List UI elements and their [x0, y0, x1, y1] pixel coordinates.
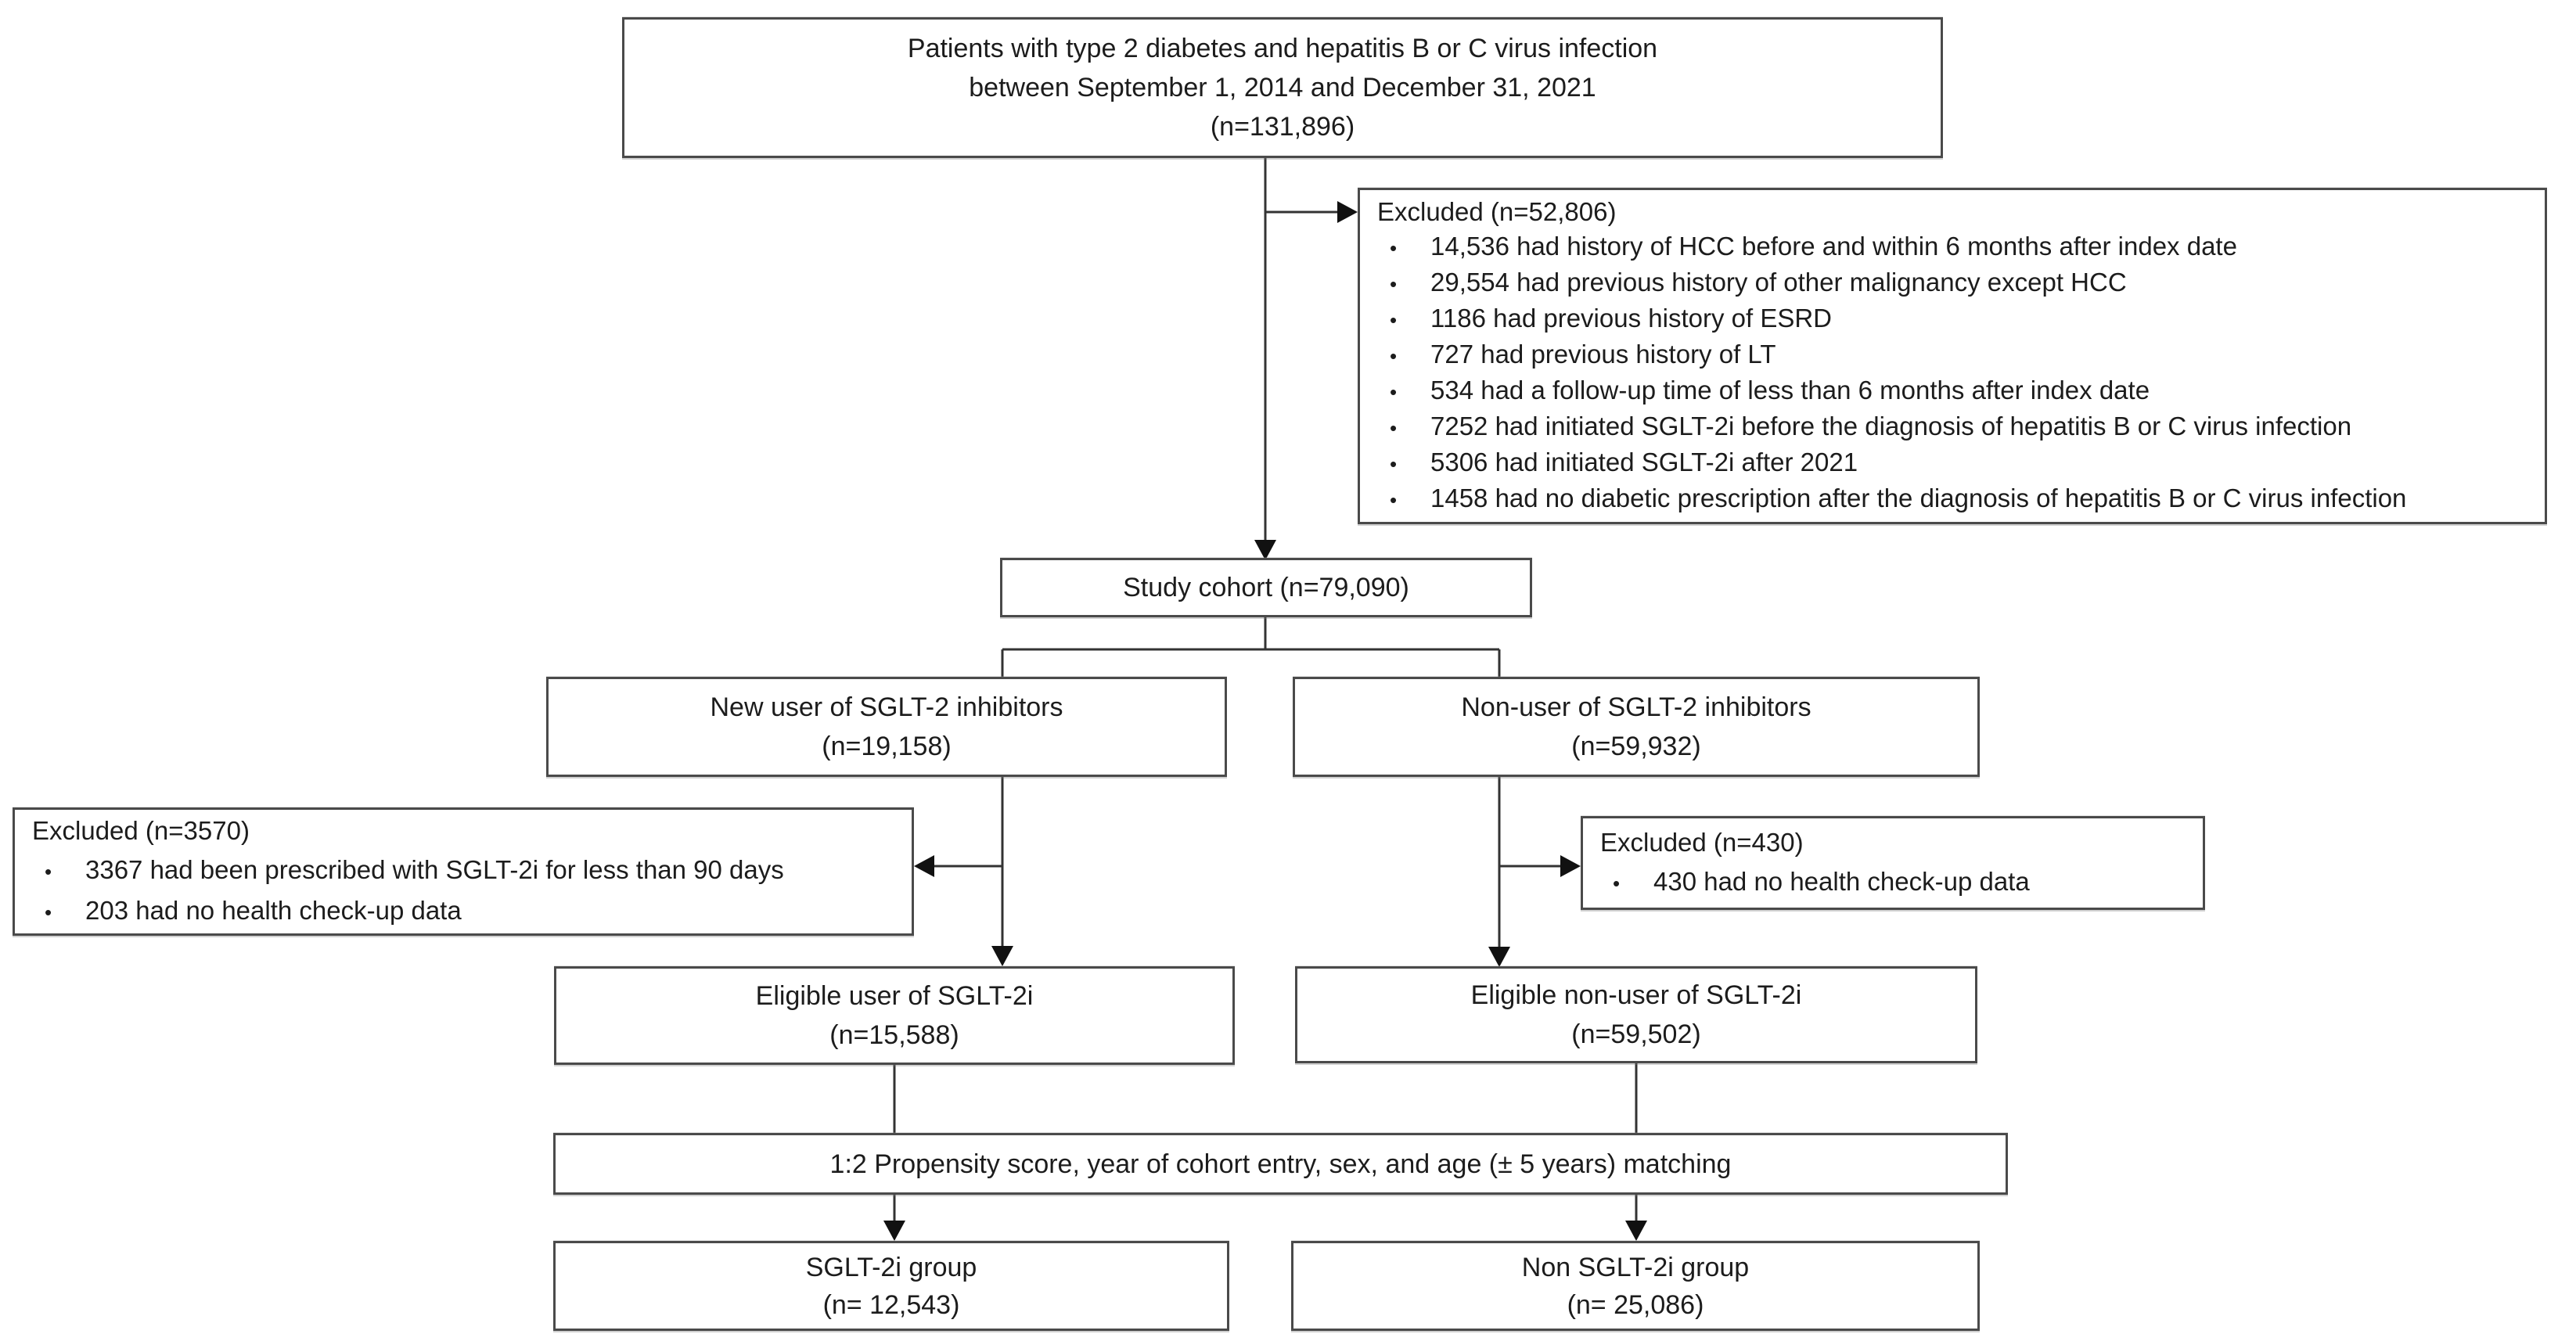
sglt2i-group-label: SGLT-2i group: [805, 1252, 977, 1282]
node-non-user: Non-user of SGLT-2 inhibitors (n=59,932): [1293, 677, 1980, 777]
eligible-non-user-count: (n=59,502): [1571, 1019, 1701, 1049]
excluded-left-item: • 203 had no health check-up data: [45, 891, 912, 932]
arrowhead-into-eligible-user: [991, 946, 1013, 966]
non-user-count: (n=59,932): [1571, 732, 1701, 761]
excluded-left-title: Excluded (n=3570): [32, 816, 250, 845]
node-new-user: New user of SGLT-2 inhibitors (n=19,158): [546, 677, 1227, 777]
excluded-main-item-text: 29,554 had previous history of other mal…: [1430, 268, 2127, 297]
excluded-right-list: • 430 had no health check-up data: [1583, 862, 2203, 903]
excluded-main-item: • 5306 had initiated SGLT-2i after 2021: [1390, 445, 2545, 481]
excluded-main-item: • 727 had previous history of LT: [1390, 337, 2545, 373]
excluded-main-item-text: 534 had a follow-up time of less than 6 …: [1430, 376, 2150, 405]
bullet-icon: •: [45, 901, 52, 924]
source-line-2: between September 1, 2014 and December 3…: [969, 73, 1596, 102]
node-eligible-non-user: Eligible non-user of SGLT-2i (n=59,502): [1295, 966, 1977, 1063]
node-matching: 1:2 Propensity score, year of cohort ent…: [553, 1133, 2008, 1195]
excluded-right-title: Excluded (n=430): [1600, 828, 1804, 857]
excluded-main-item-text: 1186 had previous history of ESRD: [1430, 304, 1832, 333]
excluded-main-title: Excluded (n=52,806): [1377, 197, 1617, 226]
eligible-user-count: (n=15,588): [829, 1020, 959, 1050]
arrowhead-into-excluded-right: [1560, 855, 1581, 877]
excluded-main-item: • 534 had a follow-up time of less than 6…: [1390, 373, 2545, 409]
non-user-label: Non-user of SGLT-2 inhibitors: [1461, 692, 1811, 722]
new-user-count: (n=19,158): [822, 732, 952, 761]
node-excluded-main: Excluded (n=52,806) • 14,536 had history …: [1358, 188, 2547, 524]
arrowhead-into-excluded-left: [914, 855, 934, 877]
excluded-main-item: • 14,536 had history of HCC before and wi…: [1390, 229, 2545, 265]
excluded-left-item: • 3367 had been prescribed with SGLT-2i f…: [45, 850, 912, 891]
non-sglt2i-group-count: (n= 25,086): [1567, 1289, 1704, 1320]
excluded-left-list: • 3367 had been prescribed with SGLT-2i f…: [15, 850, 912, 932]
bullet-icon: •: [45, 860, 52, 883]
node-excluded-right: Excluded (n=430) • 430 had no health chec…: [1581, 816, 2205, 910]
excluded-main-item: • 7252 had initiated SGLT-2i before the d…: [1390, 409, 2545, 445]
excluded-main-item: • 1186 had previous history of ESRD: [1390, 301, 2545, 337]
eligible-non-user-label: Eligible non-user of SGLT-2i: [1470, 980, 1802, 1010]
bullet-icon: •: [1390, 308, 1398, 332]
bullet-icon: •: [1390, 272, 1398, 296]
bullet-icon: •: [1390, 488, 1398, 512]
arrowhead-into-group2: [1625, 1221, 1647, 1241]
arrowhead-into-eligible-nonuser: [1488, 947, 1510, 967]
arrowhead-into-excluded-main: [1337, 201, 1358, 223]
new-user-label: New user of SGLT-2 inhibitors: [710, 692, 1063, 722]
excluded-main-item: • 29,554 had previous history of other ma…: [1390, 265, 2545, 301]
source-count: (n=131,896): [1210, 112, 1355, 142]
connector-cohort-split: [1001, 617, 1501, 678]
node-excluded-left: Excluded (n=3570) • 3367 had been prescri…: [13, 807, 914, 936]
bullet-icon: •: [1390, 236, 1398, 260]
non-sglt2i-group-label: Non SGLT-2i group: [1521, 1252, 1750, 1282]
excluded-main-item: • 1458 had no diabetic prescription after…: [1390, 481, 2545, 517]
node-study-cohort: Study cohort (n=79,090): [1000, 558, 1532, 617]
node-source-population: Patients with type 2 diabetes and hepati…: [622, 17, 1943, 158]
excluded-left-item-text: 203 had no health check-up data: [85, 896, 462, 925]
bullet-icon: •: [1613, 872, 1621, 895]
eligible-user-label: Eligible user of SGLT-2i: [755, 981, 1034, 1011]
bullet-icon: •: [1390, 380, 1398, 404]
node-sglt2i-group: SGLT-2i group (n= 12,543): [553, 1241, 1229, 1331]
excluded-main-item-text: 14,536 had history of HCC before and wit…: [1430, 232, 2237, 261]
excluded-left-item-text: 3367 had been prescribed with SGLT-2i fo…: [85, 855, 784, 884]
bullet-icon: •: [1390, 344, 1398, 368]
study-cohort-label: Study cohort (n=79,090): [1123, 573, 1409, 602]
excluded-main-item-text: 727 had previous history of LT: [1430, 340, 1776, 369]
excluded-main-item-text: 5306 had initiated SGLT-2i after 2021: [1430, 448, 1858, 476]
sglt2i-group-count: (n= 12,543): [822, 1289, 960, 1320]
excluded-right-item-text: 430 had no health check-up data: [1653, 867, 2030, 896]
bullet-icon: •: [1390, 452, 1398, 476]
excluded-main-item-text: 7252 had initiated SGLT-2i before the di…: [1430, 412, 2352, 440]
bullet-icon: •: [1390, 416, 1398, 440]
source-line-1: Patients with type 2 diabetes and hepati…: [907, 34, 1658, 63]
excluded-main-list: • 14,536 had history of HCC before and wi…: [1360, 229, 2545, 517]
arrowhead-into-group1: [883, 1221, 905, 1241]
node-eligible-user: Eligible user of SGLT-2i (n=15,588): [554, 966, 1235, 1065]
excluded-main-item-text: 1458 had no diabetic prescription after …: [1430, 484, 2407, 512]
node-non-sglt2i-group: Non SGLT-2i group (n= 25,086): [1291, 1241, 1980, 1331]
matching-label: 1:2 Propensity score, year of cohort ent…: [829, 1149, 1732, 1179]
excluded-right-item: • 430 had no health check-up data: [1613, 862, 2203, 903]
